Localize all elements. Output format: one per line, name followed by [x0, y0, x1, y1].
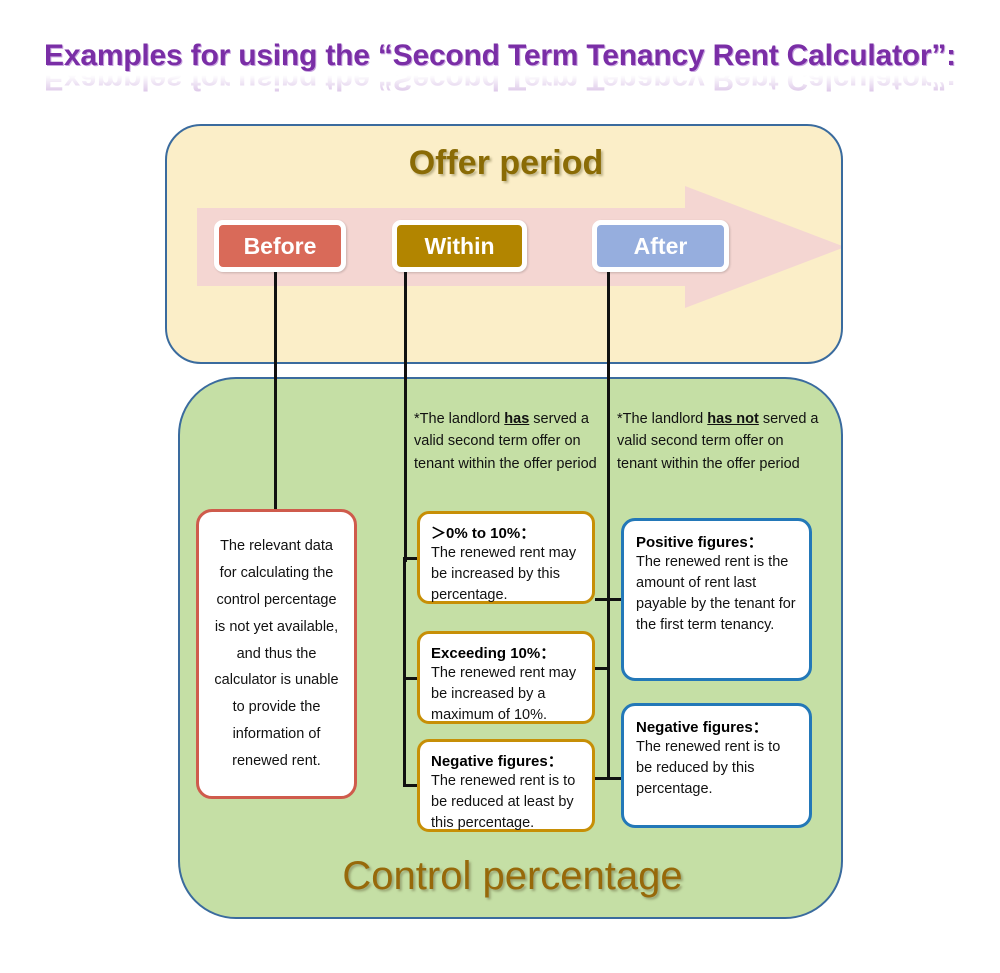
connector-line-after: [607, 272, 610, 572]
outcome-box-within-1-body: The renewed rent may be increased by thi…: [431, 545, 577, 604]
connector-line-within: [404, 272, 407, 562]
note-after-emphasis: has not: [707, 411, 759, 427]
note-within-prefix: *The landlord: [414, 411, 505, 427]
note-within: *The landlord has served a valid second …: [414, 408, 610, 475]
chip-after[interactable]: After: [592, 220, 729, 272]
bracket-within-vertical: [403, 560, 406, 785]
outcome-box-after-1: Positive figures： The renewed rent is th…: [621, 518, 812, 681]
outcome-box-after-2-head: Negative figures：: [636, 719, 768, 736]
page-title: Examples for using the “Second Term Tena…: [44, 39, 956, 72]
outcome-box-within-3-body: The renewed rent is to be reduced at lea…: [431, 773, 576, 832]
outcome-box-within-2-body: The renewed rent may be increased by a m…: [431, 665, 577, 724]
outcome-box-before-body: The relevant data for calculating the co…: [214, 538, 339, 769]
control-percentage-heading: Control percentage: [342, 854, 683, 898]
bracket-within-stub-3: [403, 784, 419, 787]
chip-within[interactable]: Within: [392, 220, 527, 272]
outcome-box-before: The relevant data for calculating the co…: [196, 509, 357, 799]
offer-period-heading: Offer period: [408, 144, 604, 182]
bracket-after-stub-2: [595, 667, 609, 670]
outcome-box-within-3: Negative figures： The renewed rent is to…: [417, 739, 595, 832]
bracket-after-stub-1: [595, 598, 623, 601]
note-within-suffix: served a valid second term offer on tena…: [414, 411, 597, 472]
outcome-box-after-1-head: Positive figures：: [636, 534, 763, 551]
outcome-box-within-1-head: ＞0% to 10%：: [431, 525, 536, 542]
connector-line-before: [274, 272, 277, 520]
chip-within-label: Within: [424, 232, 495, 259]
bracket-after-vertical: [607, 570, 610, 780]
bracket-after-stub-3: [595, 777, 623, 780]
chip-before-label: Before: [243, 232, 317, 259]
chip-before[interactable]: Before: [214, 220, 346, 272]
note-after-suffix: served a valid second term offer on tena…: [617, 411, 819, 472]
note-within-emphasis: has: [504, 411, 530, 427]
page-title-block: Examples for using the “Second Term Tena…: [0, 40, 1000, 95]
bracket-within-stub-2: [403, 677, 419, 680]
outcome-box-within-2-head: Exceeding 10%：: [431, 645, 556, 662]
offer-period-panel: Offer period Before Within After: [165, 124, 843, 364]
note-after: *The landlord has not served a valid sec…: [617, 408, 822, 475]
note-after-prefix: *The landlord: [617, 411, 708, 427]
outcome-box-within-1: ＞0% to 10%： The renewed rent may be incr…: [417, 511, 595, 604]
outcome-box-within-2: Exceeding 10%： The renewed rent may be i…: [417, 631, 595, 724]
page-title-reflection: Examples for using the “Second Term Tena…: [44, 72, 956, 95]
outcome-box-within-3-head: Negative figures：: [431, 753, 563, 770]
outcome-box-after-2-body: The renewed rent is to be reduced by thi…: [636, 739, 781, 798]
bracket-within-stub-1: [403, 557, 419, 560]
outcome-box-after-2: Negative figures： The renewed rent is to…: [621, 703, 812, 828]
chip-after-label: After: [633, 232, 688, 259]
outcome-box-after-1-body: The renewed rent is the amount of rent l…: [636, 554, 796, 634]
